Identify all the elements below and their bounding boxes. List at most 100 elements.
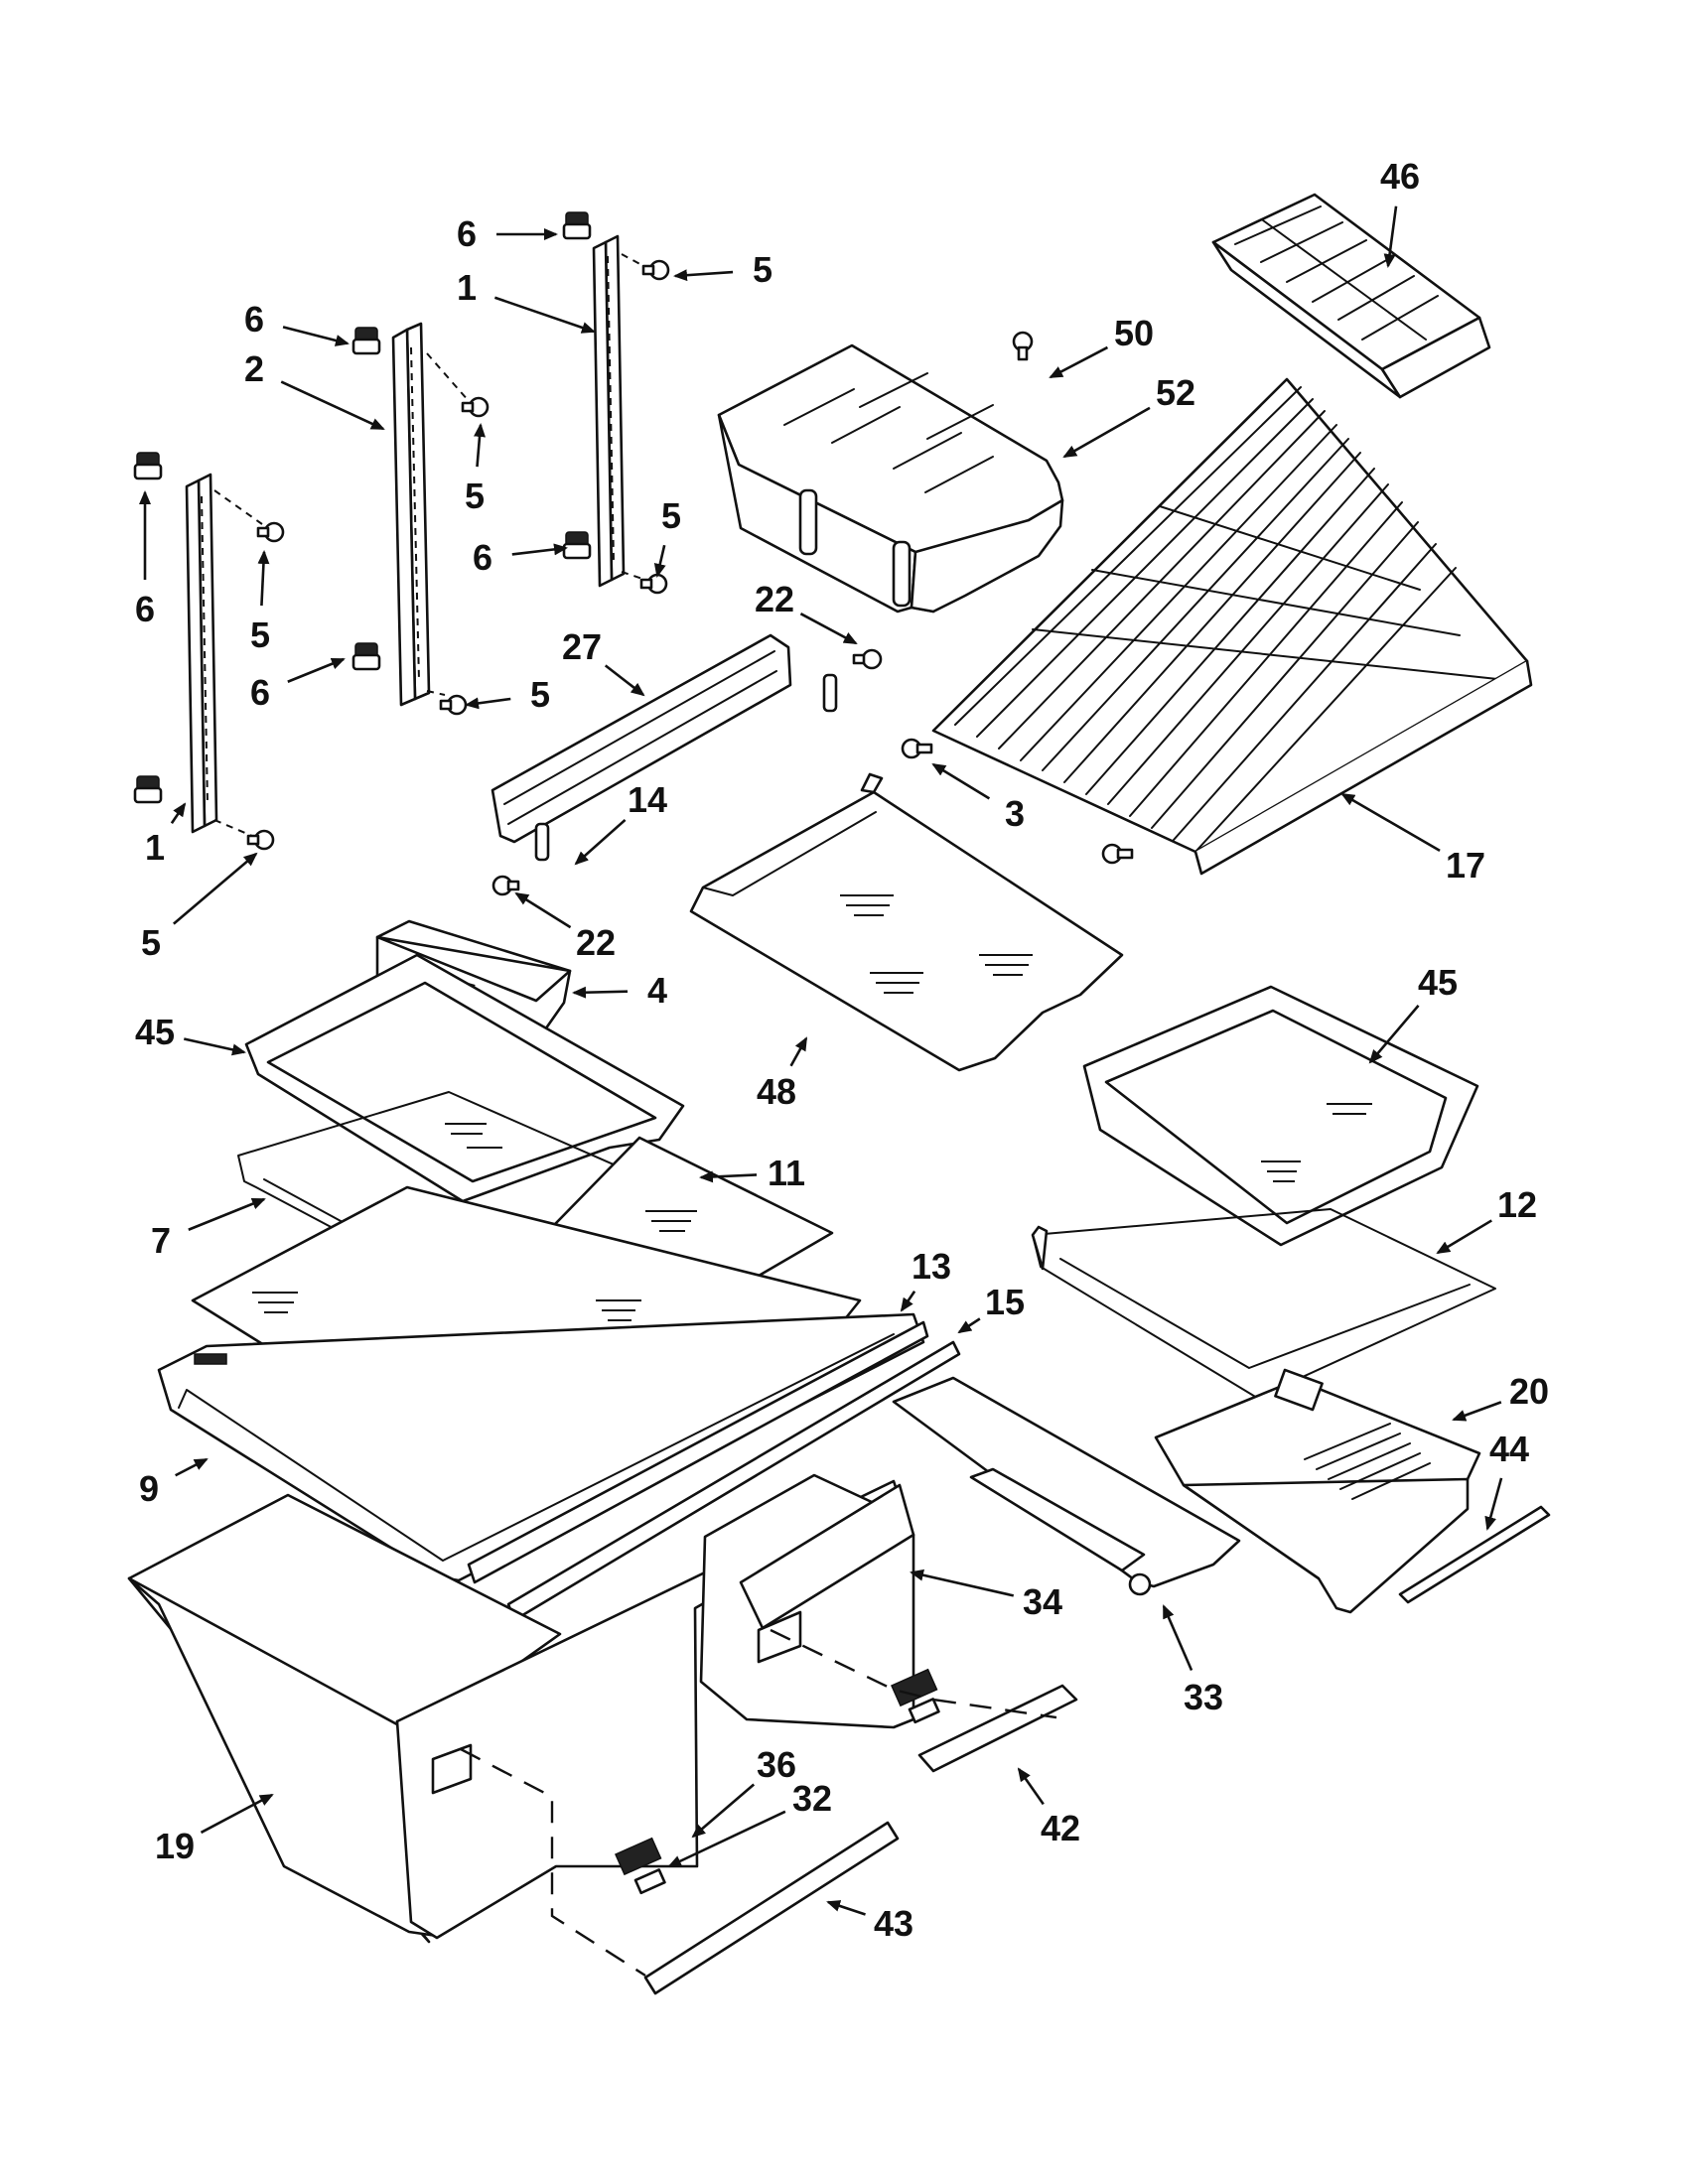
callout-c6a: 6 [457, 213, 558, 254]
callout-label: 48 [757, 1071, 796, 1112]
callout-leader-arrow [173, 852, 258, 925]
callout-leader-arrow [1049, 345, 1109, 379]
ice-bin-housing-52 [717, 343, 1064, 614]
callout-c36: 36 [691, 1744, 796, 1839]
callout-label: 5 [250, 614, 270, 655]
shelf-ladder-center [391, 322, 431, 707]
callout-label: 7 [151, 1220, 171, 1261]
callout-leader-arrow [691, 1783, 756, 1839]
callout-leader-arrow [493, 296, 596, 334]
callout-label: 50 [1114, 313, 1154, 353]
glass-shelf-48 [689, 772, 1124, 1072]
callout-c3: 3 [931, 762, 1025, 834]
glass-shelf-45-right [1082, 985, 1479, 1247]
crisper-drawer-34 [699, 1473, 915, 1729]
callout-c15: 15 [957, 1282, 1025, 1334]
callout-c19: 19 [155, 1793, 274, 1866]
drawer-cover-33 [892, 1376, 1241, 1596]
callout-leader-arrow [184, 1037, 246, 1056]
callout-leader-arrow [280, 380, 385, 431]
trim-42 [917, 1684, 1078, 1773]
callout-leader-arrow [826, 1900, 866, 1916]
callout-leader-arrow [799, 613, 858, 645]
callout-label: 2 [244, 348, 264, 389]
callout-c14: 14 [574, 779, 667, 866]
callout-leader-arrow [511, 543, 568, 556]
callout-c34: 34 [910, 1569, 1062, 1622]
callout-label: 45 [135, 1012, 175, 1052]
callout-c45b: 45 [1368, 962, 1458, 1064]
callout-leader-arrow [1162, 1604, 1193, 1672]
callout-leader-arrow [604, 664, 645, 697]
callout-label: 22 [755, 579, 794, 619]
callout-leader-arrow [257, 550, 270, 607]
callout-label: 5 [141, 922, 161, 963]
callout-c45a: 45 [135, 1012, 246, 1056]
callout-leader-arrow [673, 269, 734, 282]
callout-c32: 32 [667, 1778, 832, 1868]
callout-leader-arrow [1436, 1219, 1492, 1255]
callout-label: 43 [874, 1903, 913, 1944]
callout-leader-arrow [1340, 792, 1441, 853]
callout-c1a: 1 [457, 267, 596, 334]
callout-label: 15 [985, 1282, 1025, 1322]
shelf-ladder-left [185, 473, 218, 834]
callout-leader-arrow [910, 1569, 1015, 1597]
callout-label: 33 [1184, 1677, 1223, 1717]
crisper-drawer-19 [127, 1479, 900, 1944]
callout-label: 45 [1418, 962, 1458, 1003]
callout-leader-arrow [699, 1170, 758, 1183]
shelf-ladder-right [592, 234, 626, 588]
callout-c5d: 5 [250, 550, 270, 655]
callout-label: 9 [139, 1468, 159, 1509]
callout-c22b: 22 [514, 891, 616, 963]
callout-label: 20 [1509, 1371, 1549, 1412]
callout-c43: 43 [826, 1900, 913, 1944]
callout-leader-arrow [1062, 406, 1151, 459]
callout-c50: 50 [1049, 313, 1154, 379]
callout-label: 5 [753, 249, 772, 290]
callout-c46: 46 [1380, 156, 1420, 268]
callout-leader-arrow [957, 1317, 981, 1334]
callout-c4: 4 [572, 970, 667, 1011]
callout-c6c: 6 [473, 537, 568, 578]
callout-label: 6 [457, 213, 477, 254]
callout-label: 1 [457, 267, 477, 308]
callout-leader-arrow [653, 544, 666, 578]
callout-leader-arrow [188, 1197, 266, 1231]
callout-label: 22 [576, 922, 616, 963]
callout-c12: 12 [1436, 1184, 1537, 1255]
callout-label: 13 [912, 1246, 951, 1287]
callout-c5b: 5 [465, 423, 486, 516]
callout-leader-arrow [900, 1291, 916, 1312]
callout-leader-arrow [175, 1457, 209, 1477]
callout-label: 6 [244, 299, 264, 340]
callout-c20: 20 [1452, 1371, 1549, 1422]
callout-label: 34 [1023, 1581, 1062, 1622]
callout-c2: 2 [244, 348, 385, 431]
callout-c6e: 6 [250, 657, 346, 713]
trim-44 [1398, 1505, 1551, 1604]
callout-label: 46 [1380, 156, 1420, 197]
callout-leader-arrow [1452, 1401, 1502, 1422]
callout-c5e: 5 [465, 674, 550, 715]
callout-c11: 11 [699, 1153, 805, 1193]
callout-c48: 48 [757, 1036, 808, 1112]
callout-leader-arrow [1017, 1767, 1045, 1806]
wire-shelf-17 [901, 377, 1533, 876]
callout-label: 44 [1489, 1429, 1529, 1469]
shelf-frame-12 [1031, 1208, 1496, 1399]
callout-leader-arrow [282, 326, 350, 346]
ice-cube-tray-46 [1211, 193, 1491, 399]
callout-label: 6 [473, 537, 492, 578]
callout-label: 4 [647, 970, 667, 1011]
callout-leader-arrow [170, 802, 187, 824]
trim-43 [643, 1821, 900, 1995]
callout-leader-arrow [574, 818, 627, 866]
alignment-dashes [460, 1628, 1057, 1978]
shelf-frame-27 [491, 633, 838, 862]
callout-leader-arrow [474, 423, 486, 468]
callout-label: 19 [155, 1826, 195, 1866]
callout-leader-arrow [287, 657, 346, 683]
